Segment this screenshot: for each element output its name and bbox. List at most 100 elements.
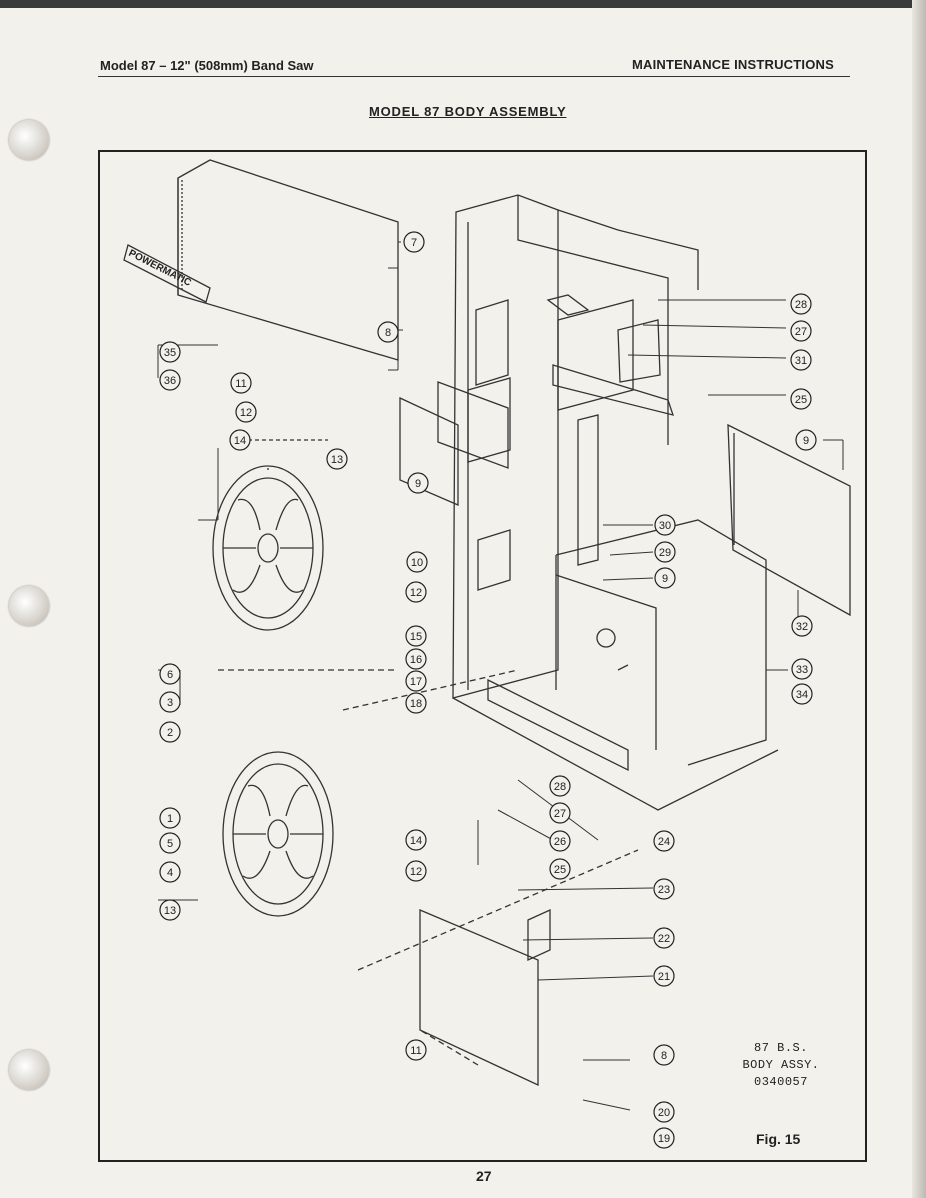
callout-19: 19 xyxy=(653,1127,675,1149)
svg-text:9: 9 xyxy=(415,478,421,490)
callout-6: 6 xyxy=(159,663,181,685)
upper-guide-bracket xyxy=(546,294,674,416)
svg-text:2: 2 xyxy=(167,727,173,739)
brand-plate xyxy=(123,244,211,303)
svg-text:23: 23 xyxy=(658,884,670,896)
svg-text:28: 28 xyxy=(795,299,807,311)
lower-wheel xyxy=(222,751,334,917)
wheel-housing-panels xyxy=(399,381,509,506)
svg-text:22: 22 xyxy=(658,933,670,945)
callout-9: 9 xyxy=(795,429,817,451)
callout-32: 32 xyxy=(791,615,813,637)
callout-11: 11 xyxy=(405,1039,427,1061)
wheel-cover xyxy=(177,159,399,361)
svg-text:9: 9 xyxy=(803,435,809,447)
callout-4: 4 xyxy=(159,861,181,883)
header-rule xyxy=(98,76,850,77)
callout-36: 36 xyxy=(159,369,181,391)
svg-text:13: 13 xyxy=(164,905,176,917)
callout-31: 31 xyxy=(790,349,812,371)
svg-text:27: 27 xyxy=(795,326,807,338)
callout-12: 12 xyxy=(405,860,427,882)
header-model: Model 87 – 12" (508mm) Band Saw xyxy=(100,58,314,73)
callout-3: 3 xyxy=(159,691,181,713)
svg-text:16: 16 xyxy=(410,654,422,666)
callout-12: 12 xyxy=(235,401,257,423)
upper-wheel xyxy=(212,465,324,631)
svg-text:26: 26 xyxy=(554,836,566,848)
callout-14: 14 xyxy=(405,829,427,851)
callout-9: 9 xyxy=(407,472,429,494)
callout-15: 15 xyxy=(405,625,427,647)
callout-35: 35 xyxy=(159,341,181,363)
callout-12: 12 xyxy=(405,581,427,603)
lower-blade-guard xyxy=(419,908,551,1087)
brand-plate-text: POWERMATIC xyxy=(127,248,193,289)
svg-text:8: 8 xyxy=(385,327,391,339)
svg-text:25: 25 xyxy=(554,864,566,876)
page-title: MODEL 87 BODY ASSEMBLY xyxy=(369,104,567,119)
svg-text:31: 31 xyxy=(795,355,807,367)
page-number: 27 xyxy=(476,1168,492,1184)
side-door xyxy=(727,423,851,617)
callout-14: 14 xyxy=(229,429,251,451)
callout-28: 28 xyxy=(790,293,812,315)
svg-text:14: 14 xyxy=(234,435,246,447)
svg-text:32: 32 xyxy=(796,621,808,633)
svg-text:6: 6 xyxy=(167,669,173,681)
svg-text:13: 13 xyxy=(331,454,343,466)
callout-25: 25 xyxy=(549,858,571,880)
callout-33: 33 xyxy=(791,658,813,680)
svg-text:8: 8 xyxy=(661,1050,667,1062)
svg-text:10: 10 xyxy=(411,557,423,569)
callout-29: 29 xyxy=(654,541,676,563)
callout-10: 10 xyxy=(406,551,428,573)
callout-13: 13 xyxy=(326,448,348,470)
callout-22: 22 xyxy=(653,927,675,949)
callout-30: 30 xyxy=(654,514,676,536)
svg-text:17: 17 xyxy=(410,676,422,688)
exploded-view-diagram: 7835361112141391012151617186321541314122… xyxy=(123,159,851,1149)
callout-25: 25 xyxy=(790,388,812,410)
svg-text:3: 3 xyxy=(167,697,173,709)
callout-7: 7 xyxy=(403,231,425,253)
callout-8: 8 xyxy=(377,321,399,343)
scan-right-edge xyxy=(912,0,926,1198)
svg-text:4: 4 xyxy=(167,867,173,879)
callout-5: 5 xyxy=(159,832,181,854)
callout-2: 2 xyxy=(159,721,181,743)
svg-text:9: 9 xyxy=(662,573,668,585)
svg-text:30: 30 xyxy=(659,520,671,532)
callout-26: 26 xyxy=(549,830,571,852)
note-line-1: 87 B.S. xyxy=(754,1041,808,1055)
svg-text:11: 11 xyxy=(235,378,246,390)
svg-text:33: 33 xyxy=(796,664,808,676)
callout-27: 27 xyxy=(549,802,571,824)
svg-text:5: 5 xyxy=(167,838,173,850)
svg-text:12: 12 xyxy=(410,866,422,878)
svg-text:24: 24 xyxy=(658,836,670,848)
svg-text:29: 29 xyxy=(659,547,671,559)
callout-24: 24 xyxy=(653,830,675,852)
callout-16: 16 xyxy=(405,648,427,670)
callout-23: 23 xyxy=(653,878,675,900)
svg-text:12: 12 xyxy=(410,587,422,599)
callout-20: 20 xyxy=(653,1101,675,1123)
svg-text:34: 34 xyxy=(796,689,808,701)
binder-hole-bottom xyxy=(9,1050,49,1090)
note-line-2: BODY ASSY. xyxy=(742,1058,820,1072)
svg-text:18: 18 xyxy=(410,698,422,710)
svg-text:21: 21 xyxy=(658,971,670,983)
callout-1: 1 xyxy=(159,807,181,829)
svg-text:27: 27 xyxy=(554,808,566,820)
callout-21: 21 xyxy=(653,965,675,987)
svg-text:28: 28 xyxy=(554,781,566,793)
scan-top-edge xyxy=(0,0,926,8)
drawing-reference-note: 87 B.S. BODY ASSY. 0340057 xyxy=(726,1040,836,1091)
binder-hole-middle xyxy=(9,586,49,626)
header-section: MAINTENANCE INSTRUCTIONS xyxy=(632,57,834,72)
callout-28: 28 xyxy=(549,775,571,797)
figure-label: Fig. 15 xyxy=(756,1131,801,1147)
svg-text:14: 14 xyxy=(410,835,422,847)
